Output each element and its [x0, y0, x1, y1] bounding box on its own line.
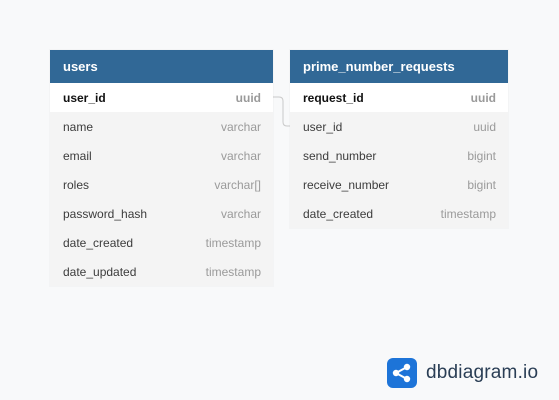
field-row-password-hash[interactable]: password_hash varchar	[50, 199, 273, 228]
field-name: name	[63, 119, 94, 134]
table-header[interactable]: users	[50, 50, 273, 83]
field-row-roles[interactable]: roles varchar[]	[50, 170, 273, 199]
field-name: request_id	[303, 90, 364, 105]
table-header[interactable]: prime_number_requests	[290, 50, 508, 83]
field-row-user-id[interactable]: user_id uuid	[50, 83, 273, 112]
field-row-date-created[interactable]: date_created timestamp	[290, 199, 508, 228]
brand-logo[interactable]: dbdiagram.io	[387, 358, 538, 388]
field-row-name[interactable]: name varchar	[50, 112, 273, 141]
field-type: bigint	[467, 177, 496, 192]
field-type: timestamp	[205, 235, 261, 250]
field-name: user_id	[63, 90, 106, 105]
field-name: date_updated	[63, 264, 137, 279]
field-name: send_number	[303, 148, 377, 163]
field-name: email	[63, 148, 92, 163]
field-type: varchar	[220, 206, 261, 221]
field-name: date_created	[303, 206, 374, 221]
field-type: bigint	[467, 148, 496, 163]
share-nodes-icon	[387, 358, 417, 388]
brand-name: dbdiagram.io	[426, 362, 539, 383]
table-prime-number-requests[interactable]: prime_number_requests request_id uuid us…	[290, 50, 508, 228]
field-type: varchar[]	[214, 177, 261, 192]
field-name: password_hash	[63, 206, 148, 221]
field-row-request-id[interactable]: request_id uuid	[290, 83, 508, 112]
table-users[interactable]: users user_id uuid name varchar email va…	[50, 50, 273, 286]
field-row-user-id[interactable]: user_id uuid	[290, 112, 508, 141]
field-row-date-updated[interactable]: date_updated timestamp	[50, 257, 273, 286]
field-type: varchar	[220, 119, 261, 134]
field-type: timestamp	[440, 206, 496, 221]
field-name: receive_number	[303, 177, 390, 192]
field-name: user_id	[303, 119, 343, 134]
field-type: varchar	[220, 148, 261, 163]
field-row-receive-number[interactable]: receive_number bigint	[290, 170, 508, 199]
field-row-email[interactable]: email varchar	[50, 141, 273, 170]
field-type: uuid	[235, 90, 261, 105]
field-row-send-number[interactable]: send_number bigint	[290, 141, 508, 170]
field-type: uuid	[470, 90, 496, 105]
field-type: timestamp	[205, 264, 261, 279]
field-row-date-created[interactable]: date_created timestamp	[50, 228, 273, 257]
field-type: uuid	[473, 119, 496, 134]
field-name: date_created	[63, 235, 134, 250]
field-name: roles	[63, 177, 90, 192]
